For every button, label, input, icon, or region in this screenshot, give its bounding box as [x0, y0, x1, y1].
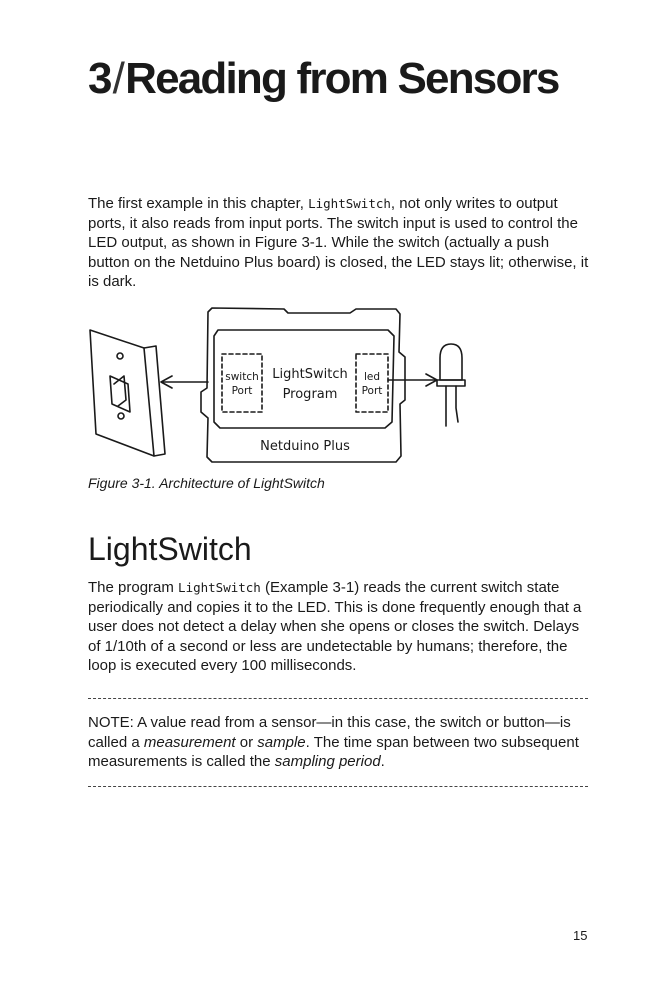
chapter-title: 3/Reading from Sensors: [88, 52, 560, 106]
term-sample: sample: [257, 733, 306, 751]
inline-code: LightSwitch: [308, 196, 391, 211]
led-icon: [436, 343, 466, 427]
netduino-board: [200, 307, 406, 463]
program-label-line2: Program: [283, 387, 338, 402]
input-arrowhead: [160, 375, 173, 389]
inline-code: LightSwitch: [178, 580, 261, 595]
light-switch-icon: [89, 329, 166, 457]
figure-caption: Figure 3-1. Architecture of LightSwitch: [88, 475, 325, 491]
term-sampling-period: sampling period: [274, 753, 381, 771]
note-top-rule: [88, 698, 588, 699]
program-label-line1: LightSwitch: [272, 367, 347, 382]
chapter-number: 3: [88, 54, 112, 103]
intro-paragraph: The first example in this chapter, Light…: [88, 195, 589, 291]
section-title: LightSwitch: [88, 531, 252, 567]
note-paragraph: NOTE: A value read from a sensor—in this…: [88, 714, 579, 771]
architecture-figure: switch Port LightSwitch Program led Port…: [88, 304, 468, 468]
led-port-label-line2: Port: [362, 385, 383, 397]
switch-port-label-line2: Port: [232, 385, 253, 397]
term-measurement: measurement: [143, 733, 236, 751]
led-port-box: [355, 353, 389, 413]
chapter-separator: /: [112, 54, 125, 103]
chapter-name: Reading from Sensors: [125, 54, 560, 103]
page-number: 15: [573, 928, 588, 943]
switch-port-label-line1: switch: [225, 371, 259, 383]
section-paragraph: The program LightSwitch (Example 3-1) re…: [88, 579, 582, 675]
architecture-diagram: switch Port LightSwitch Program led Port…: [89, 307, 466, 463]
board-label: Netduino Plus: [260, 439, 350, 454]
led-port-label-line1: led: [364, 371, 380, 383]
note-bottom-rule: [88, 786, 588, 787]
switch-port-box: [221, 353, 263, 413]
